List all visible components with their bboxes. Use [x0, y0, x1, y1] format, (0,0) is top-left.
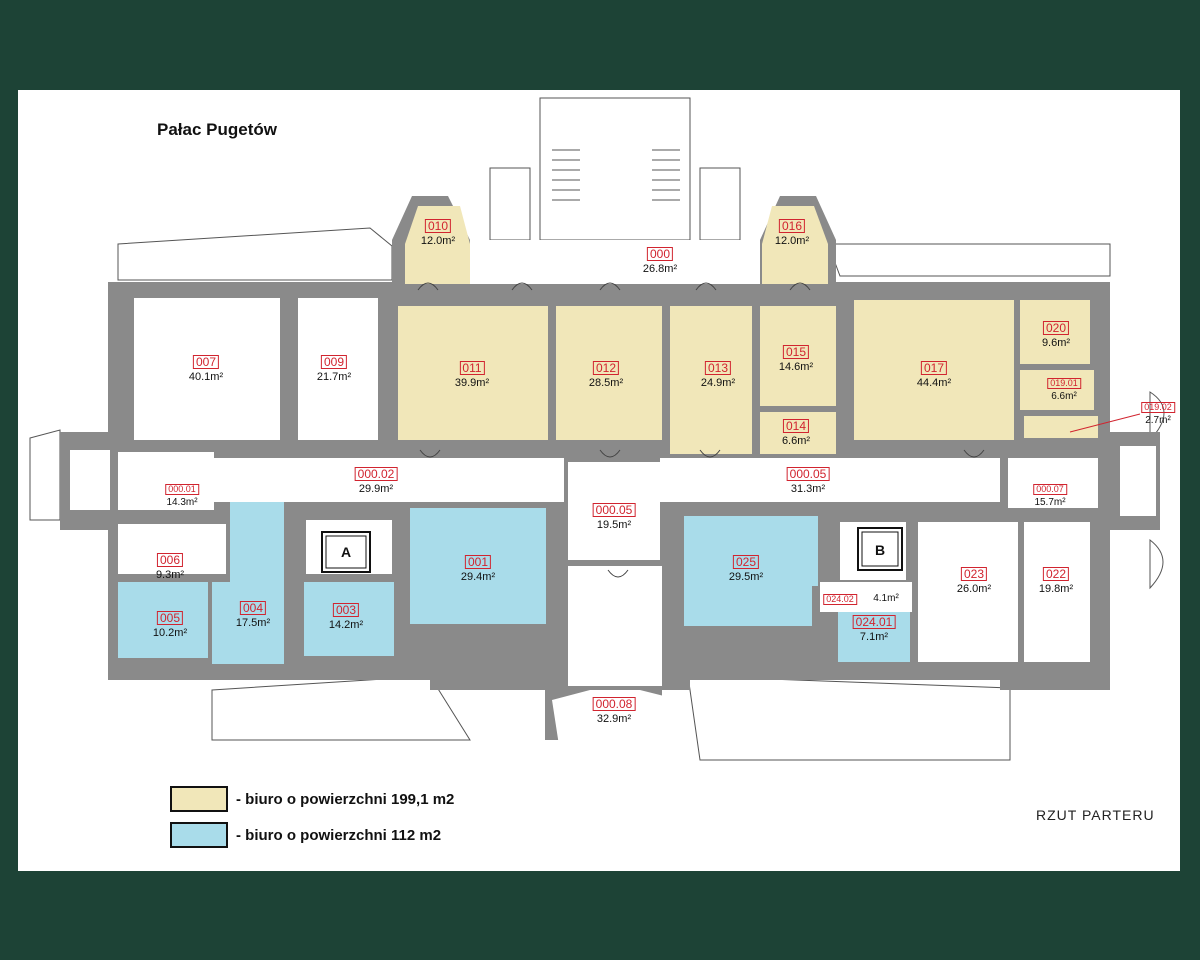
room-023 — [918, 522, 1018, 662]
room-005 — [118, 582, 208, 658]
stair-a-letter: A — [340, 544, 352, 560]
corridor-000-05 — [660, 458, 1000, 502]
room-000-07 — [1008, 458, 1098, 508]
north-terrace-left — [117, 227, 393, 281]
room-012 — [556, 306, 662, 440]
legend-swatch-blue — [170, 822, 228, 848]
room-011 — [398, 306, 548, 440]
room-000-01 — [118, 452, 214, 510]
room-010 — [405, 206, 470, 284]
legend-swatch-tan — [170, 786, 228, 812]
legend-label-tan: - biuro o powierzchni 199,1 m2 — [236, 790, 455, 808]
room-007 — [134, 298, 280, 440]
hall-000-05 — [568, 462, 660, 560]
north-entrance-steps — [539, 97, 691, 241]
north-stair-right — [699, 167, 741, 241]
room-006 — [118, 524, 226, 574]
room-label-024-02-area: 4.1m² — [873, 593, 899, 604]
legend-item-tan: - biuro o powierzchni 199,1 m2 — [170, 785, 454, 813]
south-terrace-left — [211, 675, 471, 741]
room-016 — [762, 206, 828, 284]
plan-title: Pałac Pugetów — [157, 120, 277, 139]
south-terrace-right — [687, 675, 1011, 761]
room-001 — [410, 508, 546, 624]
room-009 — [298, 298, 378, 440]
room-019-01 — [1020, 370, 1094, 410]
room-000 — [470, 240, 760, 284]
room-024-02 — [820, 582, 912, 612]
room-024-01 — [838, 612, 910, 662]
legend-item-blue: - biuro o powierzchni 112 m2 — [170, 821, 441, 849]
legend-label-blue: - biuro o powierzchni 112 m2 — [236, 826, 442, 844]
room-020 — [1020, 300, 1090, 364]
north-stair-left — [489, 167, 531, 241]
room-label-024-02: 024.02 — [823, 590, 857, 606]
north-terrace-right — [827, 243, 1111, 277]
room-013 — [670, 306, 752, 454]
room-017 — [854, 300, 1014, 440]
stair-b-letter: B — [874, 542, 886, 558]
room-003 — [304, 582, 394, 656]
east-porch-lower — [1149, 538, 1164, 590]
plan-label: RZUT PARTERU — [1036, 807, 1155, 823]
room-022 — [1024, 522, 1090, 662]
vestibule-000-08 — [552, 690, 680, 752]
room-025 — [684, 516, 812, 626]
west-porch — [29, 429, 61, 521]
room-019-02 — [1024, 416, 1098, 438]
room-015 — [760, 306, 836, 406]
